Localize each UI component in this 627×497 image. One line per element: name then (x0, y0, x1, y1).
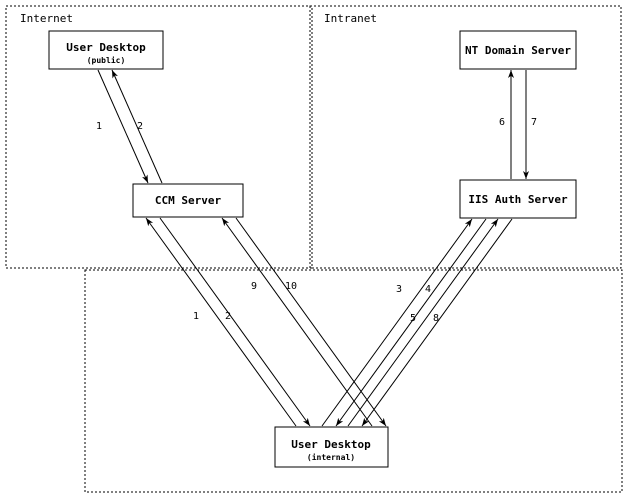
flow-step-label-e9-internal-to-ccm: 9 (251, 281, 257, 292)
node-title-nt-domain-server: NT Domain Server (465, 44, 571, 57)
flow-step-label-e10-ccm-to-internal: 10 (285, 281, 297, 292)
flow-step-label-e1b-internal-to-ccm: 1 (193, 311, 199, 322)
node-title-user-desktop-internal: User Desktop (291, 438, 371, 451)
flow-arrow-e1b-internal-to-ccm (145, 217, 297, 427)
node-box-ccm-server[interactable] (132, 183, 244, 218)
node-box-user-desktop-internal[interactable] (274, 426, 389, 468)
flow-step-label-e4-iis-to-internal: 4 (425, 284, 431, 295)
zone-label-intranet: Intranet (324, 12, 377, 25)
flow-step-label-e1-public-to-ccm: 1 (96, 121, 102, 132)
flow-arrow-e9-internal-to-ccm (221, 217, 373, 427)
node-title-user-desktop-public: User Desktop (66, 41, 146, 54)
flow-arrow-e10-ccm-to-internal (235, 217, 387, 427)
zone-boundary-intranet (309, 5, 622, 269)
zone-boundary-internal-lan (84, 269, 623, 493)
zone-intranet: Intranet (309, 5, 622, 269)
flow-arrow-e2-ccm-to-public (111, 69, 163, 184)
edge-labels-layer: 1 2 6 7 1 2 9 10 3 4 5 8 (96, 117, 537, 324)
node-subtitle-user-desktop-public: (public) (87, 55, 126, 65)
flow-arrow-e8-iis-to-internal (361, 218, 513, 427)
flow-arrow-e2b-ccm-to-internal (159, 217, 311, 427)
node-box-iis-auth-server[interactable] (459, 179, 577, 219)
flow-step-label-e2-ccm-to-public: 2 (137, 121, 143, 132)
node-nt-domain-server[interactable]: NT Domain Server (459, 30, 577, 70)
flow-step-label-e7-nt-to-iis: 7 (531, 117, 537, 128)
node-box-user-desktop-public[interactable] (48, 30, 164, 70)
flow-step-label-e3-internal-to-iis: 3 (396, 284, 402, 295)
node-box-nt-domain-server[interactable] (459, 30, 577, 70)
zone-internet: Internet (5, 5, 313, 269)
node-title-ccm-server: CCM Server (155, 194, 222, 207)
zone-label-internet: Internet (20, 12, 73, 25)
node-title-iis-auth-server: IIS Auth Server (468, 193, 568, 206)
flow-step-label-e6-iis-to-nt: 6 (499, 117, 505, 128)
node-user-desktop-public[interactable]: User Desktop(public) (48, 30, 164, 70)
flow-arrow-e1-public-to-ccm (97, 69, 149, 184)
zone-boundary-internet (5, 5, 313, 269)
flow-step-label-e8-iis-to-internal: 8 (433, 313, 439, 324)
node-iis-auth-server[interactable]: IIS Auth Server (459, 179, 577, 219)
flow-arrow-e3-internal-to-iis (321, 218, 473, 427)
flow-step-label-e2b-ccm-to-internal: 2 (225, 311, 231, 322)
flow-step-label-e5-internal-to-iis: 5 (410, 313, 416, 324)
flow-arrow-e4-iis-to-internal (335, 218, 487, 427)
zone-internal-lan (84, 269, 623, 493)
node-subtitle-user-desktop-internal: (internal) (307, 452, 355, 462)
node-user-desktop-internal[interactable]: User Desktop(internal) (274, 426, 389, 468)
edges-layer (97, 69, 529, 427)
flow-arrow-e5-internal-to-iis (347, 218, 499, 427)
zones-layer: Internet Intranet (5, 5, 623, 493)
node-ccm-server[interactable]: CCM Server (132, 183, 244, 218)
